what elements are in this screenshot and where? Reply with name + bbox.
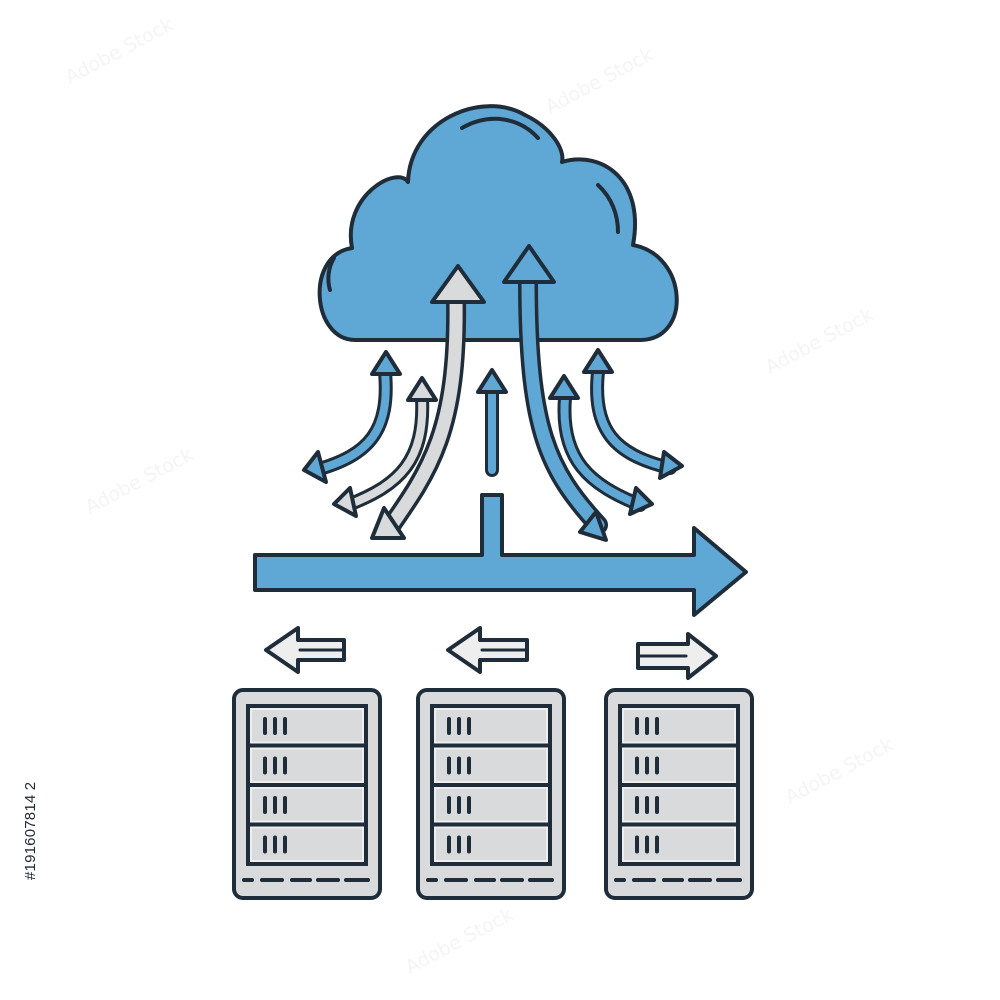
arrow-up-icon	[476, 368, 508, 394]
arrow-down-right-icon	[578, 510, 608, 542]
server-rack-icon	[604, 688, 754, 900]
arrow-heads	[302, 244, 684, 542]
small-arrows	[264, 626, 718, 680]
arrow-up-icon	[548, 374, 580, 400]
arrow-down-right-icon	[658, 450, 684, 480]
server-rack-icon	[416, 688, 566, 900]
arrow-up-icon	[430, 264, 486, 304]
arrow-down-left-icon	[302, 450, 328, 484]
arrow-down-left-icon	[332, 486, 358, 518]
arrow-up-icon	[502, 244, 556, 284]
cloud-icon	[317, 104, 679, 342]
right-arrow-icon	[636, 632, 718, 680]
arrow-down-left-icon	[370, 506, 406, 540]
right-arrow-icon	[253, 493, 748, 617]
left-arrow-icon	[264, 626, 346, 674]
data-flow-arrows	[309, 270, 677, 540]
server-rack-icon	[232, 688, 382, 900]
arrow-up-icon	[370, 350, 402, 376]
left-arrow-icon	[446, 626, 529, 674]
arrow-up-icon	[582, 348, 614, 374]
arrow-up-icon	[406, 376, 438, 402]
server-group	[232, 688, 754, 900]
stock-id-label: #191607814 2	[22, 781, 39, 880]
arrow-down-right-icon	[628, 486, 654, 516]
